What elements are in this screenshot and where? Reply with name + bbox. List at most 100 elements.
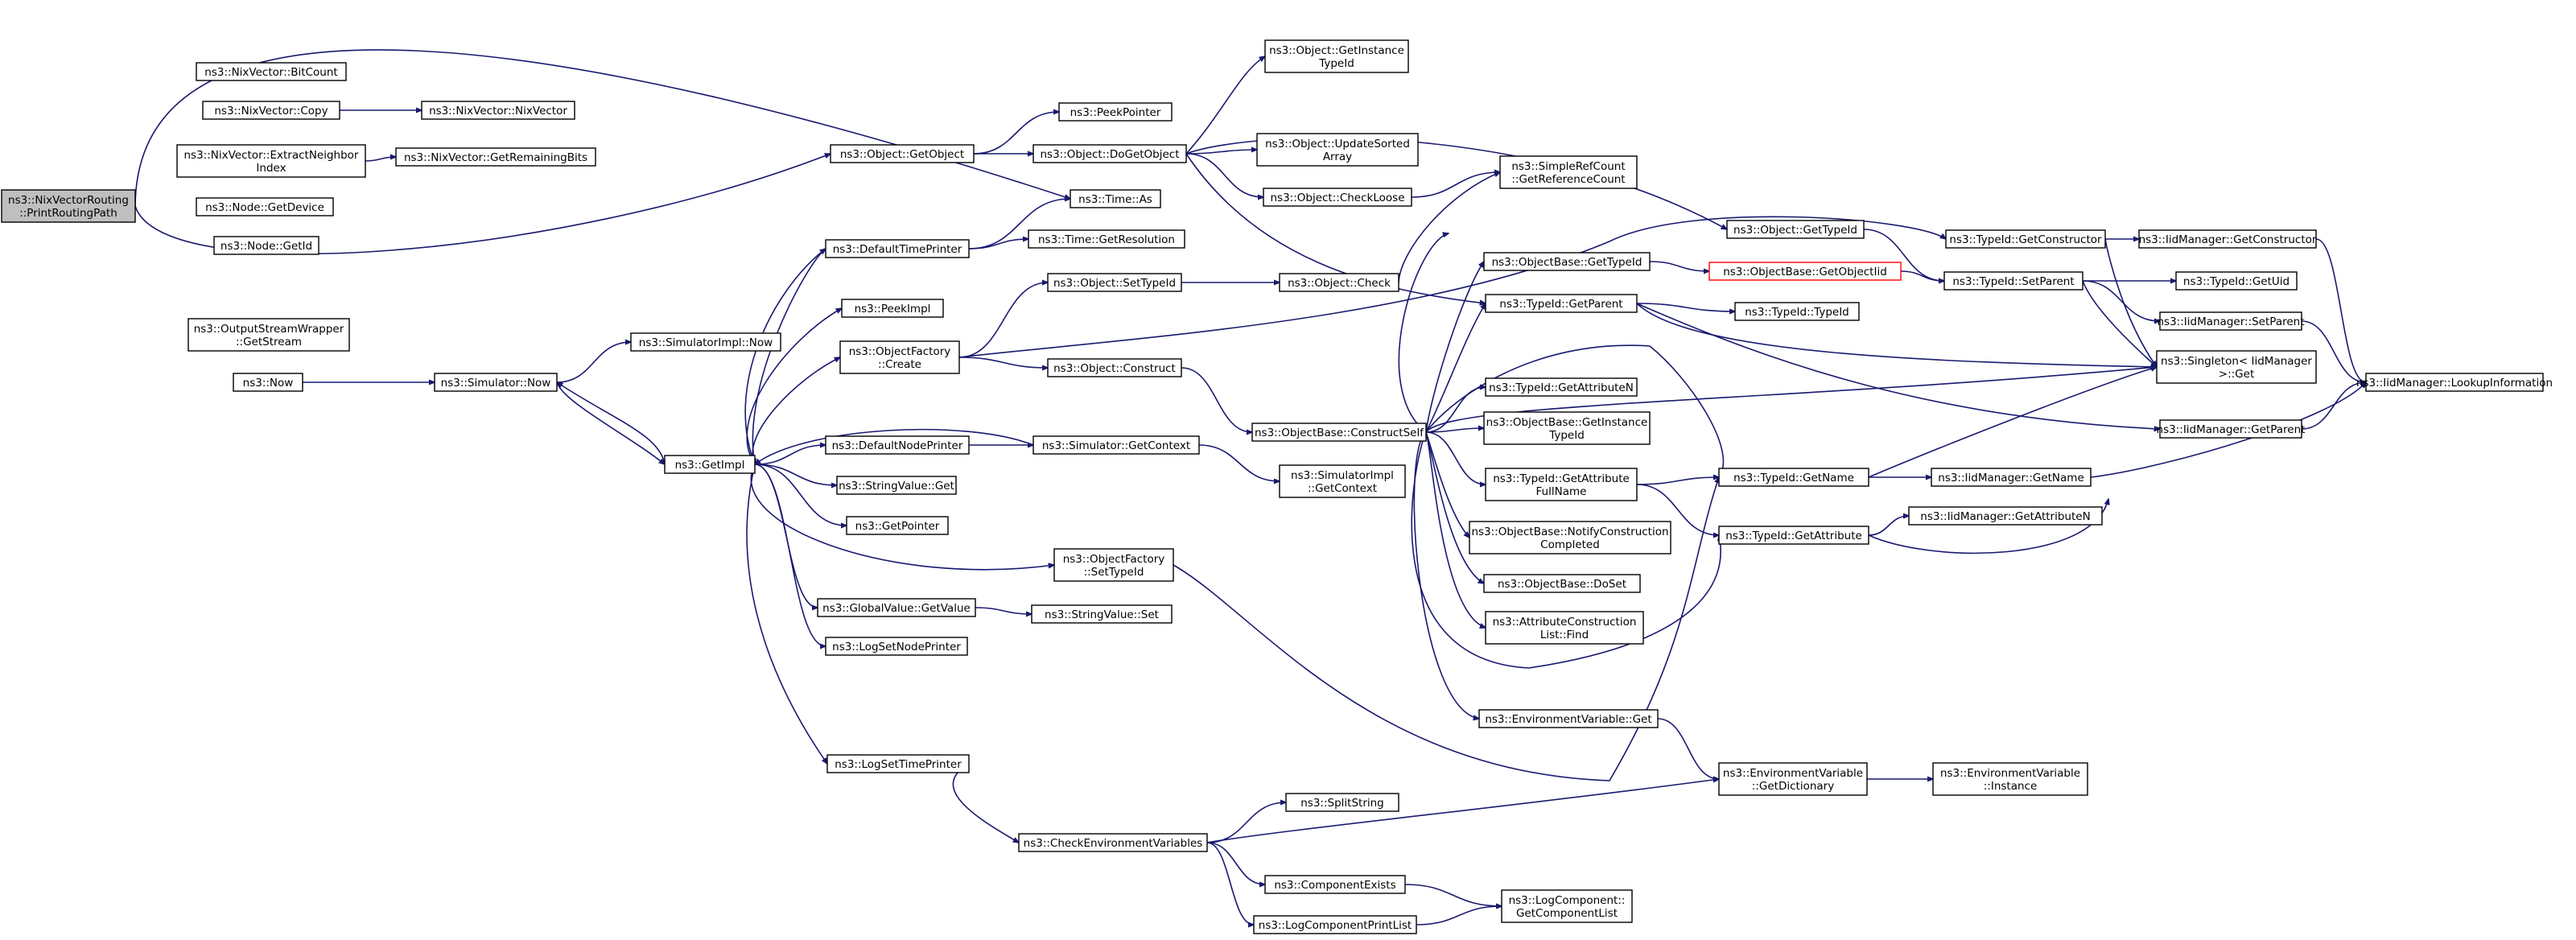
node-label: ns3::LogComponent:: <box>1509 894 1626 907</box>
node-iidsetparent[interactable]: ns3::IidManager::SetParent <box>2158 311 2305 331</box>
node-logcomponentget[interactable]: ns3::LogComponent::GetComponentList <box>1501 889 1633 923</box>
node-box <box>1047 273 1182 292</box>
node-envinstance[interactable]: ns3::EnvironmentVariable::Instance <box>1932 762 2088 796</box>
node-objfactorysettypeid[interactable]: ns3::ObjectFactory::SetTypeId <box>1053 548 1174 582</box>
node-lookupinfo[interactable]: ns3::IidManager::LookupInformation <box>2356 373 2553 392</box>
node-box <box>1 189 136 223</box>
node-checkloose[interactable]: ns3::Object::CheckLoose <box>1263 188 1412 207</box>
node-constructself[interactable]: ns3::ObjectBase::ConstructSelf <box>1251 423 1427 442</box>
node-simplerefcount[interactable]: ns3::SimpleRefCount::GetReferenceCount <box>1499 155 1638 189</box>
node-getimpl[interactable]: ns3::GetImpl <box>664 455 756 474</box>
edge-dogetobject-to-typeidgetparent <box>1185 153 1486 303</box>
node-typeidgetname[interactable]: ns3::TypeId::GetName <box>1718 468 1869 487</box>
node-box <box>176 144 366 178</box>
node-box <box>213 236 319 255</box>
node-simimplgetcontext[interactable]: ns3::SimulatorImpl::GetContext <box>1279 464 1406 498</box>
node-doset[interactable]: ns3::ObjectBase::DoSet <box>1483 574 1641 593</box>
edge-getimpl-to-objfactorysettypeid <box>750 464 1054 571</box>
node-bitcount[interactable]: ns3::NixVector::BitCount <box>196 62 347 81</box>
node-simgetcontext[interactable]: ns3::Simulator::GetContext <box>1032 435 1200 455</box>
node-iidgetparent[interactable]: ns3::IidManager::GetParent <box>2157 419 2306 439</box>
node-getremaining[interactable]: ns3::NixVector::GetRemainingBits <box>395 147 596 167</box>
node-outputstream[interactable]: ns3::OutputStreamWrapper::GetStream <box>188 318 350 352</box>
edge-simnow-to-simimplnow <box>556 342 631 383</box>
node-simnow[interactable]: ns3::Simulator::Now <box>434 373 558 392</box>
node-componentexists[interactable]: ns3::ComponentExists <box>1264 875 1406 894</box>
node-checkenv[interactable]: ns3::CheckEnvironmentVariables <box>1018 833 1208 852</box>
node-defaulttimeprinter[interactable]: ns3::DefaultTimePrinter <box>825 239 970 258</box>
node-box <box>630 332 781 352</box>
edge-iidgetparent-to-lookupinfo <box>2301 382 2366 430</box>
node-stringvalueget[interactable]: ns3::StringValue::Get <box>836 476 957 495</box>
edge-logcomponentprint-to-logcomponentget <box>1416 906 1502 926</box>
node-getattributen[interactable]: ns3::TypeId::GetAttributeN <box>1485 377 1638 397</box>
node-objgetobject[interactable]: ns3::Object::GetObject <box>830 144 975 163</box>
node-objsettypeid[interactable]: ns3::Object::SetTypeId <box>1047 273 1182 292</box>
node-iidgetattributen[interactable]: ns3::IidManager::GetAttributeN <box>1908 506 2103 526</box>
node-peekpointer[interactable]: ns3::PeekPointer <box>1058 102 1173 122</box>
node-label: ns3::EnvironmentVariable::Get <box>1485 713 1651 726</box>
node-defaultnodeprinter[interactable]: ns3::DefaultNodePrinter <box>825 435 970 455</box>
node-box <box>1263 188 1412 207</box>
node-typeidtypeid[interactable]: ns3::TypeId::TypeId <box>1734 302 1860 321</box>
node-simimplnow[interactable]: ns3::SimulatorImpl::Now <box>630 332 781 352</box>
node-stringvalueset[interactable]: ns3::StringValue::Set <box>1031 604 1173 624</box>
node-singleton[interactable]: ns3::Singleton< IidManager>::Get <box>2156 350 2317 384</box>
node-label: ns3::Object::SetTypeId <box>1053 277 1176 290</box>
node-copy[interactable]: ns3::NixVector::Copy <box>202 101 340 120</box>
node-nodegetid[interactable]: ns3::Node::GetId <box>213 236 319 255</box>
node-iidgetconstructor[interactable]: ns3::IidManager::GetConstructor <box>2138 229 2317 249</box>
node-getobjectiid[interactable]: ns3::ObjectBase::GetObjectIid <box>1708 262 1902 281</box>
node-dogetobject[interactable]: ns3::Object::DoGetObject <box>1032 144 1187 163</box>
edge-typeidgetparent-to-iidgetparent <box>1636 303 2160 429</box>
node-objfactorycreate[interactable]: ns3::ObjectFactory::Create <box>839 340 960 374</box>
node-typeidgetattribute[interactable]: ns3::TypeId::GetAttribute <box>1718 526 1869 545</box>
node-typeidgetconstructor[interactable]: ns3::TypeId::GetConstructor <box>1945 229 2106 249</box>
node-nixvector[interactable]: ns3::NixVector::NixVector <box>421 101 575 120</box>
node-now[interactable]: ns3::Now <box>233 373 303 392</box>
node-getpointer[interactable]: ns3::GetPointer <box>846 516 949 535</box>
node-label: ns3::NixVector::Copy <box>214 105 328 118</box>
edge-constructself-to-attrconstruction <box>1425 431 1486 628</box>
node-box <box>1032 435 1200 455</box>
node-notifyconstruction[interactable]: ns3::ObjectBase::NotifyConstructionCompl… <box>1469 521 1671 555</box>
node-box <box>1499 155 1638 189</box>
edge-objgetobject-to-peekpointer <box>973 112 1059 155</box>
node-logcomponentprint[interactable]: ns3::LogComponentPrintList <box>1253 915 1417 934</box>
edge-getimpl-to-logsetnodeprinter <box>754 464 826 646</box>
node-typeidgetparent[interactable]: ns3::TypeId::GetParent <box>1485 294 1638 313</box>
node-objgettypeid[interactable]: ns3::Object::GetTypeId <box>1726 220 1865 239</box>
node-box <box>1485 294 1638 313</box>
node-objconstruct[interactable]: ns3::Object::Construct <box>1047 358 1182 377</box>
node-objbasegettypeid[interactable]: ns3::ObjectBase::GetTypeId <box>1483 252 1651 271</box>
node-label: ns3::Time::GetResolution <box>1038 233 1175 246</box>
node-typeidgetuid[interactable]: ns3::TypeId::GetUid <box>2175 271 2298 291</box>
node-typeidsetparent[interactable]: ns3::TypeId::SetParent <box>1943 271 2083 291</box>
node-label: ns3::TypeId::GetAttribute <box>1725 530 1862 542</box>
node-envgetdict[interactable]: ns3::EnvironmentVariable::GetDictionary <box>1718 762 1868 796</box>
node-box <box>1058 102 1173 122</box>
edge-constructself-to-typeidgetname <box>1425 344 1723 477</box>
node-logsettimeprinter[interactable]: ns3::LogSetTimePrinter <box>826 754 970 773</box>
node-iidgetname[interactable]: ns3::IidManager::GetName <box>1931 468 2092 487</box>
node-label: ns3::NixVector::BitCount <box>204 66 337 79</box>
node-nodegetdevice[interactable]: ns3::Node::GetDevice <box>196 197 334 216</box>
node-label: ns3::Object::Check <box>1288 277 1391 290</box>
node-root[interactable]: ns3::NixVectorRouting::PrintRoutingPath <box>1 189 136 223</box>
node-getresolution[interactable]: ns3::Time::GetResolution <box>1028 229 1185 249</box>
node-envget[interactable]: ns3::EnvironmentVariable::Get <box>1478 709 1659 728</box>
node-splitstring[interactable]: ns3::SplitString <box>1285 793 1399 812</box>
node-objcheck[interactable]: ns3::Object::Check <box>1279 273 1399 292</box>
node-box <box>1264 875 1406 894</box>
node-timeas[interactable]: ns3::Time::As <box>1070 189 1161 208</box>
node-globalvalueget[interactable]: ns3::GlobalValue::GetValue <box>817 598 976 617</box>
node-box <box>196 62 347 81</box>
node-peekimpl[interactable]: ns3::PeekImpl <box>841 299 944 318</box>
node-logsetnodeprinter[interactable]: ns3::LogSetNodePrinter <box>825 637 968 656</box>
